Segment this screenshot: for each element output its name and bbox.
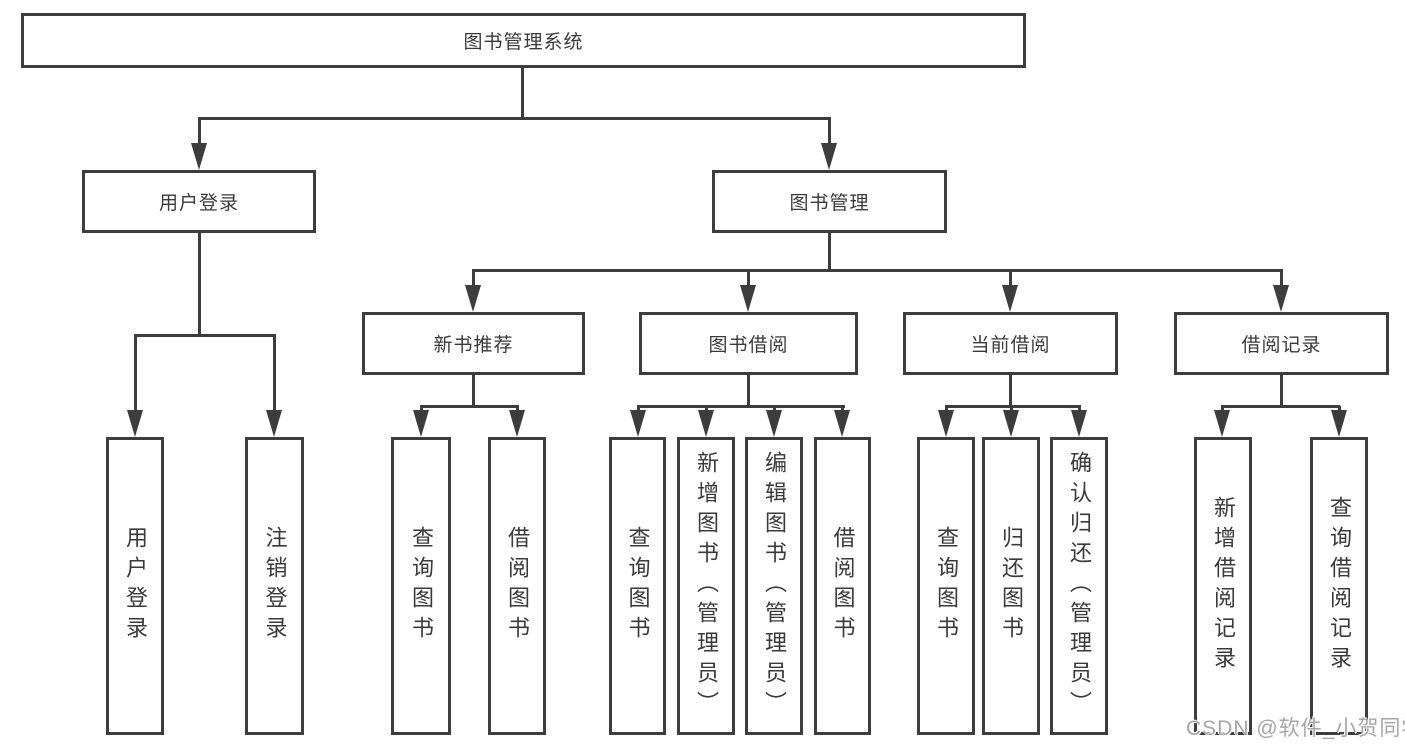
node-current-borrow-label: 当前借阅 [970,335,1051,356]
leaf-query-books-recommend: 查询图书 [391,437,451,735]
connector-bus [420,405,519,408]
arrow-down-icon [698,410,714,437]
connector-stem [273,335,276,413]
leaf-return-book: 归还图书 [982,437,1040,735]
node-current-borrow: 当前借阅 [903,312,1118,375]
arrow-down-icon [1214,410,1230,437]
arrow-down-icon [1331,410,1347,437]
arrow-down-icon [766,410,782,437]
arrow-down-icon [938,410,954,437]
connector-stem [828,118,831,148]
connector-stem [1280,270,1283,288]
arrow-down-icon [1071,410,1087,437]
leaf-user-login-label: 用户登录 [123,526,148,646]
watermark: CSDN @软件_小贺同学 [1186,717,1405,740]
leaf-query-books-recommend-label: 查询图书 [409,526,434,646]
arrow-down-icon [413,410,429,437]
leaf-borrow-books-borrow: 借阅图书 [814,437,871,735]
node-root: 图书管理系统 [21,13,1026,68]
connector-stub [747,375,750,408]
connector-stem [1009,270,1012,288]
leaf-logout: 注销登录 [245,437,304,735]
leaf-confirm-return-admin-label: 确认归还（管理员） [1067,451,1092,721]
leaf-confirm-return-admin: 确认归还（管理员） [1050,437,1108,735]
connector-stub [472,375,475,408]
connector-stub [1280,375,1283,408]
node-new-book-recommend: 新书推荐 [362,312,585,375]
connector-book-mgmt-stub [828,233,831,272]
connector-bus [1221,405,1340,408]
node-root-label: 图书管理系统 [463,32,584,53]
arrow-down-icon [509,410,525,437]
arrow-down-icon [266,410,282,437]
leaf-edit-book-admin: 编辑图书（管理员） [745,437,803,735]
arrow-down-icon [191,143,207,170]
leaf-borrow-books-recommend-label: 借阅图书 [505,526,530,646]
connector-bus [637,405,845,408]
connector-bus [945,405,1081,408]
connector-stub [1009,375,1012,408]
arrow-down-icon [740,285,756,312]
leaf-query-books-borrow-label: 查询图书 [625,526,651,646]
node-book-management-label: 图书管理 [789,193,870,214]
node-user-login: 用户登录 [82,170,316,233]
connector-user-login-stub [198,233,201,336]
node-new-book-recommend-label: 新书推荐 [433,335,514,356]
connector-level3-bus [472,269,1283,272]
leaf-borrow-books-borrow-label: 借阅图书 [830,526,856,646]
arrow-down-icon [127,410,143,437]
arrow-down-icon [630,410,646,437]
leaf-user-login: 用户登录 [106,437,164,735]
node-borrow-records-label: 借阅记录 [1241,335,1322,356]
arrow-down-icon [1273,285,1289,312]
leaf-query-borrow-record: 查询借阅记录 [1310,437,1368,735]
leaf-query-books-current: 查询图书 [917,437,975,735]
leaf-logout-label: 注销登录 [262,526,288,646]
node-borrow-records: 借阅记录 [1174,312,1389,375]
connector-stem [472,270,475,288]
connector-stem [747,270,750,288]
leaf-query-books-current-label: 查询图书 [934,526,959,646]
leaf-query-borrow-record-label: 查询借阅记录 [1327,496,1352,676]
connector-level1-bus [198,117,831,120]
arrow-down-icon [1003,410,1019,437]
node-book-borrow-label: 图书借阅 [708,335,789,356]
leaf-add-book-admin-label: 新增图书（管理员） [694,451,719,721]
arrow-down-icon [834,410,850,437]
node-book-management: 图书管理 [712,170,947,233]
connector-root-stub [521,68,524,118]
connector-user-login-bus [134,334,276,337]
arrow-down-icon [821,143,837,170]
leaf-add-book-admin: 新增图书（管理员） [677,437,735,735]
leaf-add-borrow-record: 新增借阅记录 [1194,437,1252,735]
leaf-add-borrow-record-label: 新增借阅记录 [1211,496,1236,676]
node-book-borrow: 图书借阅 [639,312,858,375]
leaf-return-book-label: 归还图书 [999,526,1024,646]
node-user-login-label: 用户登录 [158,193,239,214]
leaf-edit-book-admin-label: 编辑图书（管理员） [762,451,787,721]
leaf-borrow-books-recommend: 借阅图书 [488,437,546,735]
connector-stem [198,118,201,148]
arrow-down-icon [1002,285,1018,312]
connector-stem [134,335,137,413]
arrow-down-icon [465,285,481,312]
leaf-query-books-borrow: 查询图书 [609,437,666,735]
